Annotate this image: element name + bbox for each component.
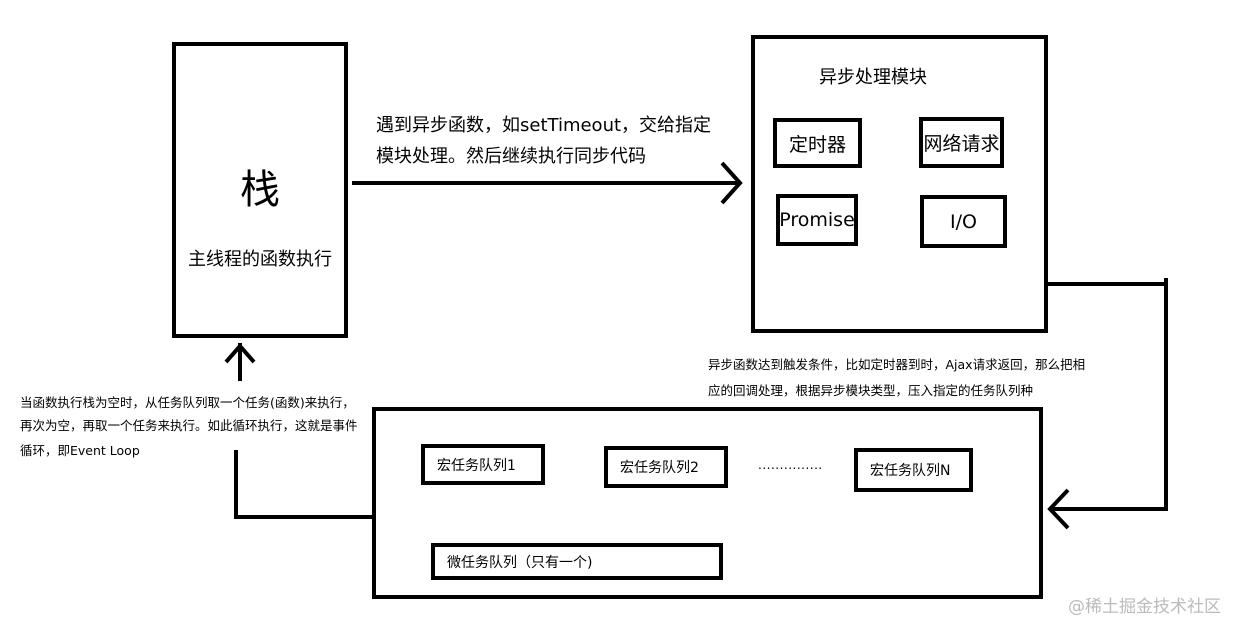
promise-module: Promise <box>776 194 858 246</box>
stack-title: 栈 <box>240 167 280 213</box>
queue-ellipsis: ............... <box>758 458 823 472</box>
stack-subtitle: 主线程的函数执行 <box>188 249 332 270</box>
io-module: I/O <box>920 195 1007 248</box>
left-note-line2: 再次为空，再取一个任务来执行。如此循环执行，这就是事件 <box>20 418 358 433</box>
macro-task-queue-n: 宏任务队列N <box>854 448 973 492</box>
async-module-box: 异步处理模块 <box>751 35 1048 333</box>
micro-task-queue: 微任务队列（只有一个) <box>431 543 723 580</box>
left-note-line3: 循环，即Event Loop <box>20 443 140 458</box>
timer-module: 定时器 <box>773 118 862 168</box>
stack-box: 栈 主线程的函数执行 <box>172 42 348 338</box>
top-arrow-text-line1: 遇到异步函数，如setTimeout，交给指定 <box>376 115 712 136</box>
arrowhead-left <box>1047 488 1070 530</box>
right-note-line2: 应的回调处理，根据异步模块类型，压入指定的任务队列种 <box>708 383 1034 398</box>
arrowhead-right <box>720 161 743 205</box>
watermark: @稀土掘金技术社区 <box>1068 597 1221 617</box>
macro-task-queue-2: 宏任务队列2 <box>604 446 728 488</box>
async-module-title: 异步处理模块 <box>819 67 927 88</box>
macro-task-queue-1: 宏任务队列1 <box>421 444 545 485</box>
right-note-line1: 异步函数达到触发条件，比如定时器到时，Ajax请求返回，那么把相 <box>708 357 1086 372</box>
left-note-line1: 当函数执行栈为空时，从任务队列取一个任务(函数)来执行， <box>20 395 355 410</box>
network-request-module: 网络请求 <box>919 117 1004 168</box>
arrowhead-up <box>224 342 256 364</box>
top-arrow-text-line2: 模块处理。然后继续执行同步代码 <box>376 146 646 167</box>
